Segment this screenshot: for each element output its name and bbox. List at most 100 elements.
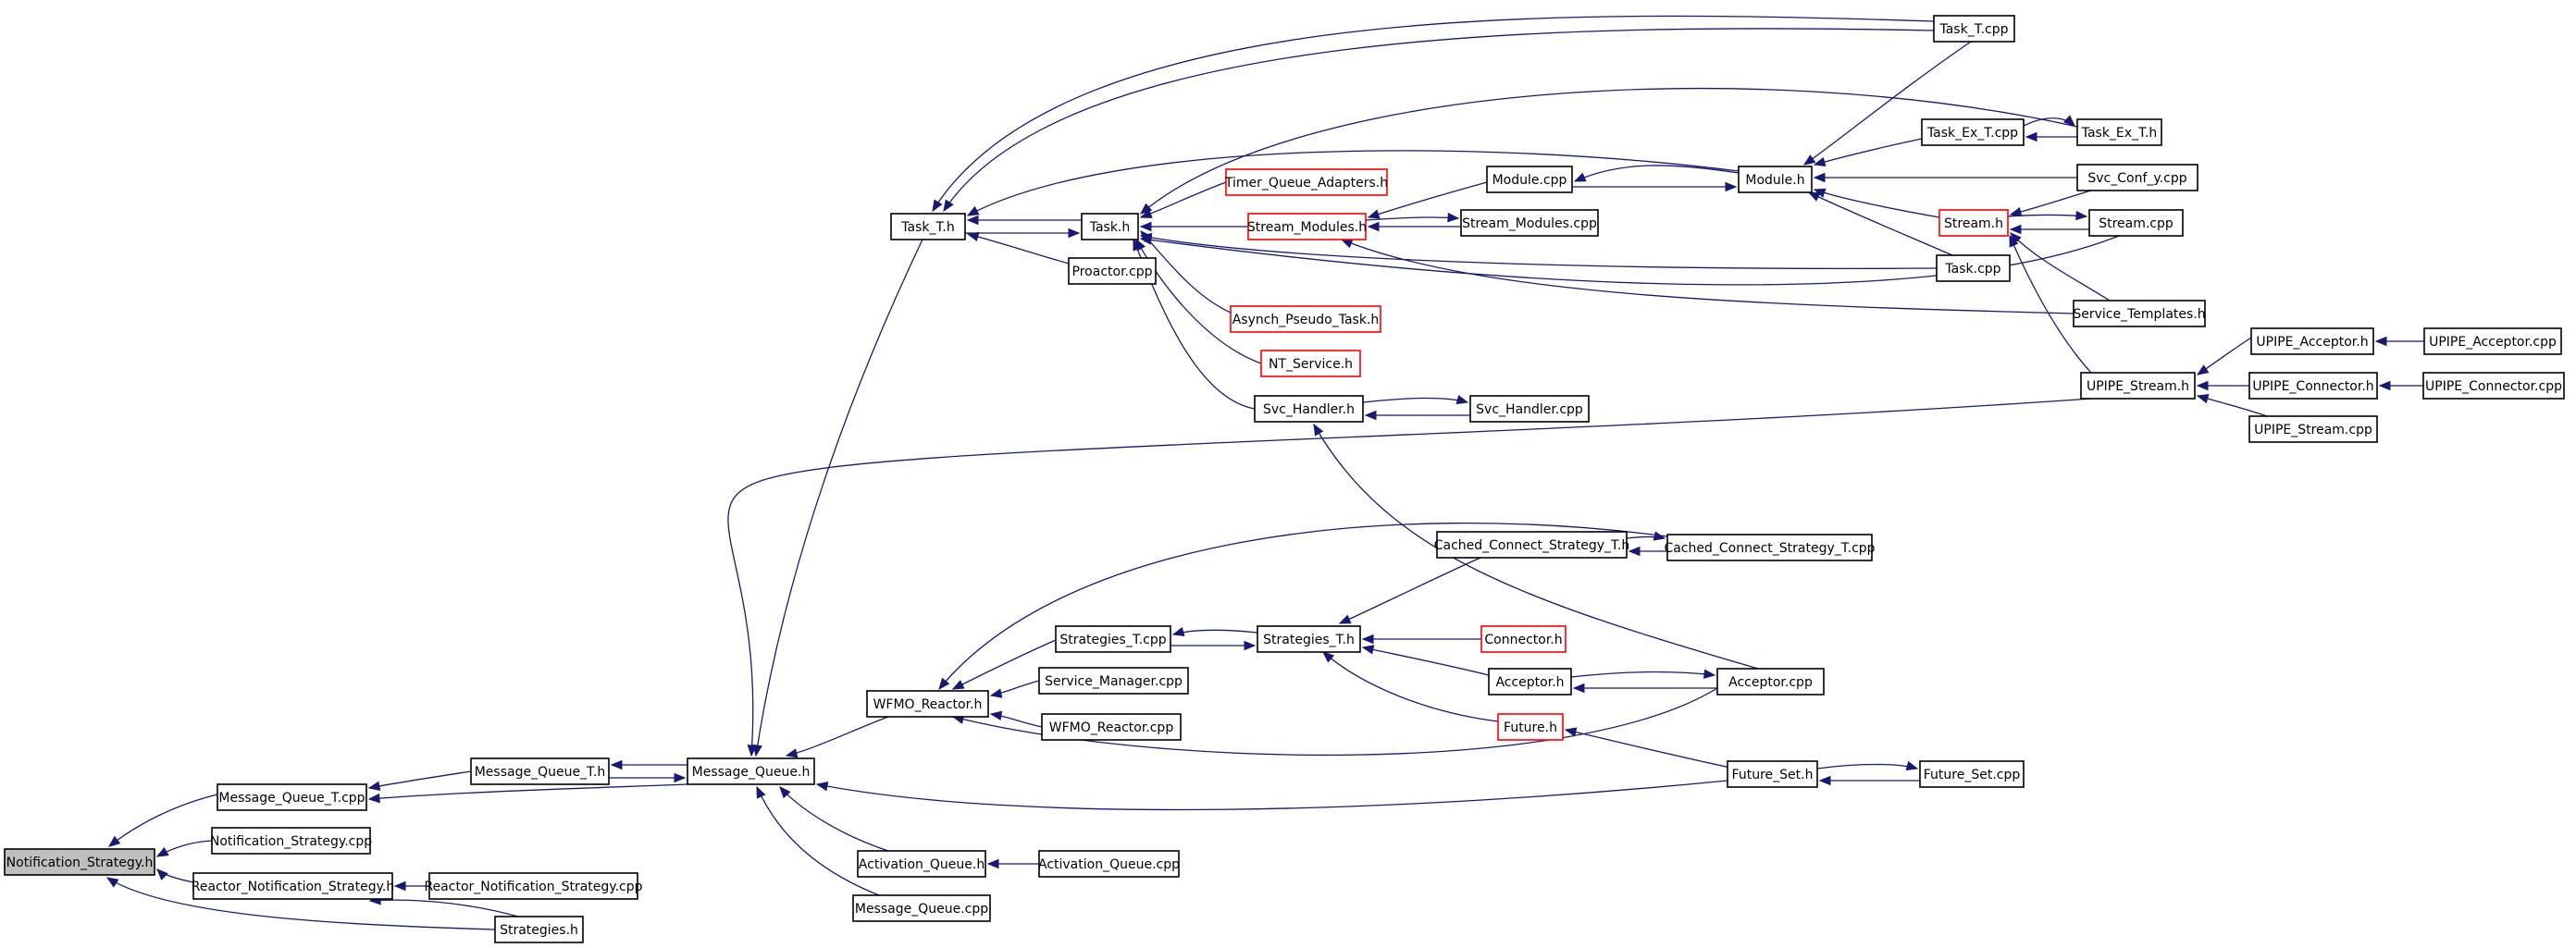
node-rns-cpp[interactable]: Reactor_Notification_Strategy.cpp <box>424 872 643 900</box>
edge-line <box>932 15 1935 212</box>
node-upipe-con-h[interactable]: UPIPE_Connector.h <box>2248 372 2378 400</box>
node-label: Svc_Handler.cpp <box>1476 402 1583 417</box>
node-future-h[interactable]: Future.h <box>1497 713 1564 741</box>
node-stratt-h[interactable]: Strategies_T.h <box>1257 625 1361 653</box>
node-task-h[interactable]: Task.h <box>1081 213 1139 240</box>
node-ccst-cpp[interactable]: Cached_Connect_Strategy_T.cpp <box>1664 534 1876 561</box>
node-box <box>2080 372 2196 400</box>
node-ccst-h[interactable]: Cached_Connect_Strategy_T.h <box>1434 531 1630 559</box>
arrowhead-icon <box>986 858 999 869</box>
arrowhead-icon <box>367 781 381 791</box>
node-upipe-con-cpp[interactable]: UPIPE_Connector.cpp <box>2422 372 2565 400</box>
node-label: UPIPE_Acceptor.cpp <box>2429 335 2557 350</box>
node-label: Task_Ex_T.h <box>2081 126 2158 141</box>
node-module-h[interactable]: Module.h <box>1738 166 1813 193</box>
node-taskt-cpp[interactable]: Task_T.cpp <box>1933 15 2015 43</box>
node-connector-h[interactable]: Connector.h <box>1480 625 1567 653</box>
node-strategies-h[interactable]: Strategies.h <box>494 916 584 943</box>
node-upipe-acc-h[interactable]: UPIPE_Acceptor.h <box>2250 327 2374 355</box>
edge-sm_cpp-to-sm_h <box>1367 221 1461 232</box>
node-upipe-stream-h[interactable]: UPIPE_Stream.h <box>2080 372 2196 400</box>
arrowhead-icon <box>1573 172 1587 182</box>
node-futureset-cpp[interactable]: Future_Set.cpp <box>1919 760 2025 788</box>
node-acceptor-h[interactable]: Acceptor.h <box>1488 668 1572 696</box>
node-tex-cpp[interactable]: Task_Ex_T.cpp <box>1921 118 2025 146</box>
node-label: Module.cpp <box>1492 173 1567 188</box>
node-box <box>1497 713 1564 741</box>
edge-line <box>2010 190 2092 215</box>
node-label: Strategies_T.cpp <box>1059 633 1166 647</box>
node-box <box>470 757 610 785</box>
node-svch-h[interactable]: Svc_Handler.h <box>1254 395 1364 423</box>
edge-actq_h-to-mq_h <box>779 786 889 852</box>
edge-stratt_h-to-stratt_cpp <box>1171 626 1258 637</box>
node-box <box>1041 713 1182 741</box>
node-wfmo-cpp[interactable]: WFMO_Reactor.cpp <box>1041 713 1182 741</box>
node-stream-cpp[interactable]: Stream.cpp <box>2088 209 2184 237</box>
edge-line <box>369 899 519 917</box>
edge-rns_cpp-to-rns_h <box>393 880 430 892</box>
node-tqa-h[interactable]: Timer_Queue_Adapters.h <box>1224 168 1388 196</box>
node-label: Proactor.cpp <box>1072 265 1153 279</box>
arrowhead-icon <box>1725 181 1738 192</box>
node-nts-h[interactable]: NT_Service.h <box>1260 350 1361 377</box>
arrowhead-icon <box>966 231 980 242</box>
node-svcconf-cpp[interactable]: Svc_Conf_y.cpp <box>2076 164 2198 191</box>
node-svct-h[interactable]: Service_Templates.h <box>2073 300 2206 327</box>
node-mq-h[interactable]: Message_Queue.h <box>687 757 815 785</box>
node-label: Task.h <box>1089 220 1131 235</box>
arrowhead-icon <box>779 786 791 799</box>
node-acceptor-cpp[interactable]: Acceptor.cpp <box>1716 668 1825 696</box>
node-upipe-stream-cpp[interactable]: UPIPE_Stream.cpp <box>2248 415 2378 443</box>
node-actq-h[interactable]: Activation_Queue.h <box>857 850 986 878</box>
edge-future_h-to-stratt_h <box>1322 651 1499 722</box>
node-task-cpp[interactable]: Task.cpp <box>1936 254 2011 282</box>
node-label: Reactor_Notification_Strategy.cpp <box>424 880 642 894</box>
edge-upipe_acc_cpp-to-upipe_acc_h <box>2374 336 2424 347</box>
node-stream-h[interactable]: Stream.h <box>1938 209 2009 237</box>
node-futureset-h[interactable]: Future_Set.h <box>1727 760 1818 788</box>
node-actq-cpp[interactable]: Activation_Queue.cpp <box>1038 850 1180 878</box>
edge-tex_cpp-to-module_h <box>1813 138 1923 166</box>
edge-ns_cpp-to-ns_h <box>155 840 213 857</box>
node-box <box>1260 350 1361 377</box>
node-sm-h[interactable]: Stream_Modules.h <box>1247 213 1367 240</box>
node-ns-h[interactable]: Notification_Strategy.h <box>4 848 155 876</box>
node-tex-h[interactable]: Task_Ex_T.h <box>2076 118 2162 146</box>
node-mqt-cpp[interactable]: Message_Queue_T.cpp <box>217 783 367 811</box>
node-module-cpp[interactable]: Module.cpp <box>1486 166 1573 193</box>
arrowhead-icon <box>932 199 943 213</box>
node-box <box>2076 118 2162 146</box>
edge-tqa_h-to-task_h <box>1139 181 1227 218</box>
edge-tex_h-to-task_h <box>1139 87 2078 215</box>
edge-line <box>1362 397 1468 403</box>
node-label: Asynch_Pseudo_Task.h <box>1232 313 1380 327</box>
node-rns-h[interactable]: Reactor_Notification_Strategy.h <box>192 872 394 900</box>
node-ns-cpp[interactable]: Notification_Strategy.cpp <box>210 827 372 855</box>
edge-module_cpp-to-module_h <box>1572 181 1738 192</box>
edge-wfmo_cpp-to-wfmo_h <box>989 710 1043 728</box>
node-svch-cpp[interactable]: Svc_Handler.cpp <box>1469 395 1590 423</box>
edge-line <box>1341 239 2074 314</box>
arrowhead-icon <box>105 877 119 888</box>
node-proactor-cpp[interactable]: Proactor.cpp <box>1068 257 1157 285</box>
arrowhead-icon <box>2009 234 2019 248</box>
node-sm-cpp[interactable]: Stream_Modules.cpp <box>1460 209 1599 237</box>
edge-rns_h-to-ns_h <box>156 868 194 883</box>
arrowhead-icon <box>674 772 687 783</box>
node-box <box>1257 625 1361 653</box>
node-upipe-acc-cpp[interactable]: UPIPE_Acceptor.cpp <box>2423 327 2562 355</box>
node-mqt-h[interactable]: Message_Queue_T.h <box>470 757 610 785</box>
edge-actq_cpp-to-actq_h <box>986 858 1040 869</box>
node-apt-h[interactable]: Asynch_Pseudo_Task.h <box>1230 305 1381 333</box>
node-svcmgr-cpp[interactable]: Service_Manager.cpp <box>1038 667 1189 695</box>
node-label: UPIPE_Connector.cpp <box>2425 379 2562 394</box>
arrowhead-icon <box>1139 203 1153 215</box>
node-stratt-cpp[interactable]: Strategies_T.cpp <box>1055 625 1171 653</box>
node-mq-cpp[interactable]: Message_Queue.cpp <box>852 894 991 922</box>
node-label: Svc_Conf_y.cpp <box>2087 171 2186 186</box>
arrowhead-icon <box>1364 410 1377 421</box>
node-wfmo-h[interactable]: WFMO_Reactor.h <box>866 690 989 718</box>
node-taskt-h[interactable]: Task_T.h <box>890 213 966 240</box>
